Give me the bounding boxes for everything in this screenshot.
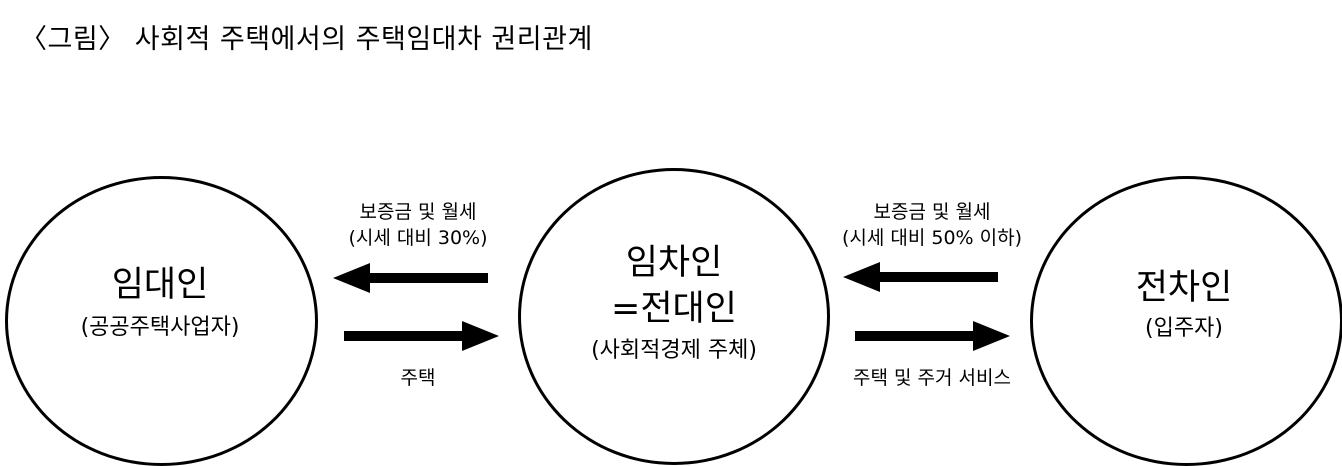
right-payment-label: 보증금 및 월세 xyxy=(873,201,991,223)
lessor-circle xyxy=(5,176,318,466)
sublessor-label: =전대인 xyxy=(611,289,737,329)
lessee-label: 임차인 xyxy=(625,243,723,283)
left-payment-label: 보증금 및 월세 xyxy=(359,201,477,223)
lessor-label: 임대인 xyxy=(111,265,209,305)
lessee-sublabel: (사회적경제 주체) xyxy=(591,338,757,363)
arrow-left-payment xyxy=(333,263,488,293)
sublessee-sublabel: (입주자) xyxy=(1145,316,1223,341)
arrow-left-payment-2 xyxy=(843,262,998,292)
sublessee-label: 전차인 xyxy=(1135,268,1233,308)
arrow-right-housing xyxy=(344,321,499,351)
figure-title: 〈그림〉 사회적 주택에서의 주택임대차 권리관계 xyxy=(20,24,593,55)
right-housing-service-label: 주택 및 주거 서비스 xyxy=(853,367,1011,389)
left-housing-label: 주택 xyxy=(400,367,436,389)
lessor-sublabel: (공공주택사업자) xyxy=(80,315,240,340)
lessee-circle xyxy=(518,168,830,465)
right-payment-ratio: (시세 대비 50% 이하) xyxy=(841,227,1023,249)
left-payment-ratio: (시세 대비 30%) xyxy=(348,227,488,249)
arrow-right-housing-service xyxy=(855,321,1010,351)
